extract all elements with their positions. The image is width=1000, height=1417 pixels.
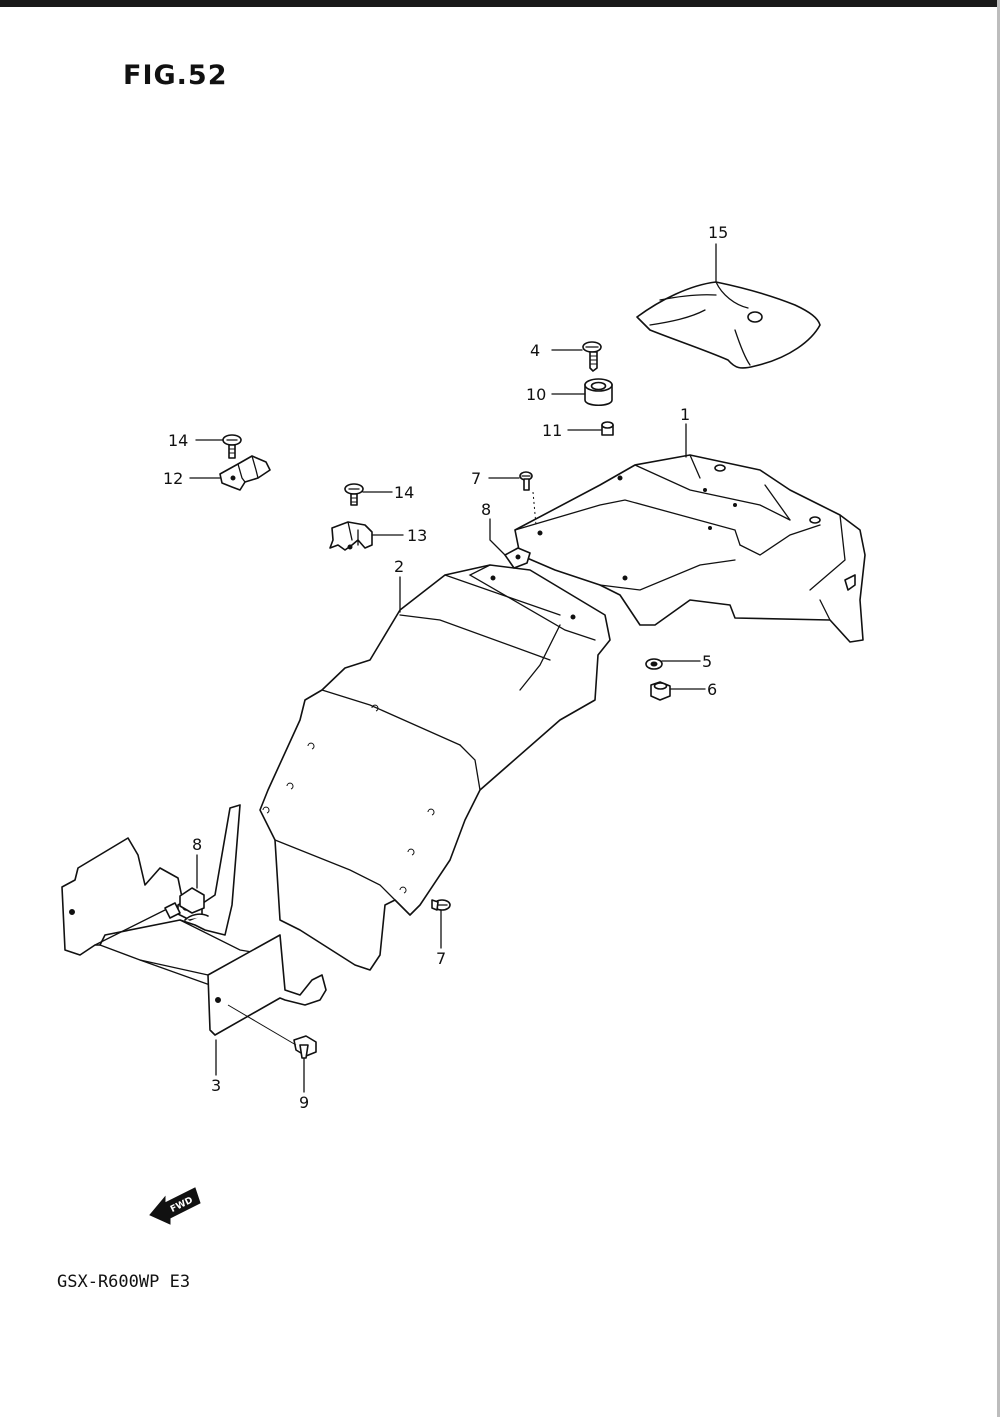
part-7-screw-upper xyxy=(519,471,537,526)
forward-direction-arrow: FWD xyxy=(149,1187,201,1225)
callout-8-lower: 8 xyxy=(192,835,202,854)
callout-15: 15 xyxy=(708,223,728,242)
callout-5: 5 xyxy=(702,652,712,671)
callout-3: 3 xyxy=(211,1076,221,1095)
callout-1: 1 xyxy=(680,405,690,424)
model-code: GSX-R600WP E3 xyxy=(57,1272,191,1292)
callout-2: 2 xyxy=(394,557,404,576)
callout-7-lower: 7 xyxy=(436,949,446,968)
callout-11: 11 xyxy=(542,421,562,440)
part-7-screw-lower xyxy=(431,899,451,911)
scan-top-border xyxy=(0,0,1000,7)
part-14-screw-upper xyxy=(222,434,242,459)
callout-9: 9 xyxy=(299,1093,309,1112)
callout-4: 4 xyxy=(530,341,540,360)
part-8-clip-lower xyxy=(179,887,205,914)
callout-7-upper: 7 xyxy=(471,469,481,488)
part-4-screw xyxy=(582,341,602,372)
part-6-nut xyxy=(650,681,671,701)
part-11-collar xyxy=(601,421,614,436)
scan-right-border xyxy=(997,0,1000,1417)
callout-12: 12 xyxy=(163,469,183,488)
callout-13: 13 xyxy=(407,526,427,545)
part-15-tool-bag xyxy=(636,281,821,369)
part-8-clip-upper xyxy=(504,547,531,569)
callout-14-upper: 14 xyxy=(168,431,188,450)
part-9-bolt xyxy=(227,1004,317,1059)
part-10-cushion xyxy=(584,378,613,407)
part-1-rear-fender xyxy=(514,454,866,643)
callout-8-upper: 8 xyxy=(481,500,491,519)
part-13-clamp xyxy=(329,521,373,551)
figure-title: FIG.52 xyxy=(123,60,228,91)
part-5-washer xyxy=(645,658,663,670)
callout-numbers: 15 4 10 11 1 14 12 7 14 8 13 2 5 6 8 7 3… xyxy=(163,223,728,1112)
callout-14-mid: 14 xyxy=(394,483,414,502)
part-2-mudguard xyxy=(259,564,611,971)
callout-10: 10 xyxy=(526,385,546,404)
part-12-clamp xyxy=(219,455,271,491)
leader-lines xyxy=(189,243,717,1093)
part-14-screw-mid xyxy=(344,483,364,506)
callout-6: 6 xyxy=(707,680,717,699)
